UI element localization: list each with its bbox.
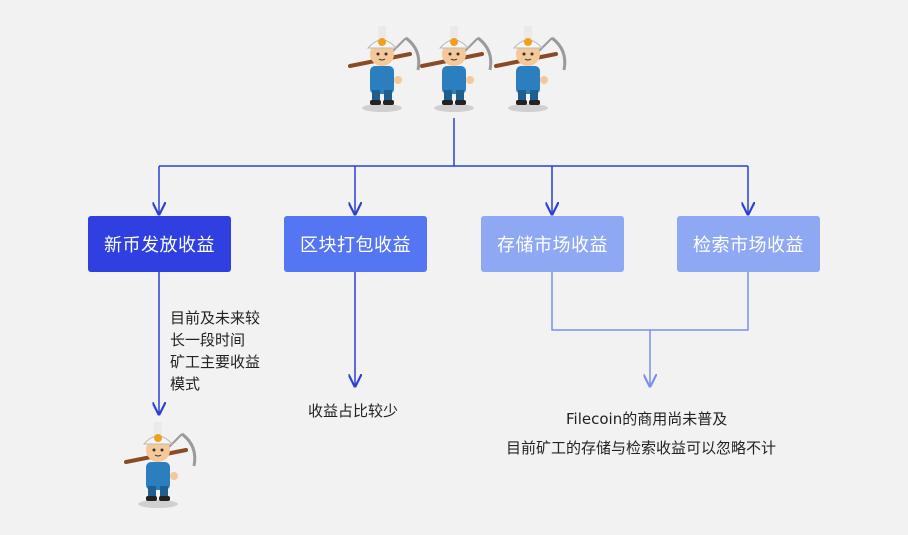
block-reward-note: 收益占比较少 (308, 402, 399, 420)
category-block-packing-reward: 区块打包收益 (284, 216, 427, 272)
new-coin-note: 目前及未来较 长一段时间 矿工主要收益 模式 (170, 307, 260, 395)
miner-icon (420, 26, 493, 112)
market-note-line-2: 目前矿工的存储与检索收益可以忽略不计 (506, 439, 777, 457)
miner-icon (494, 26, 567, 112)
market-merge-line (551, 272, 749, 331)
new-coin-note-line: 矿工主要收益 (170, 353, 261, 371)
new-coin-note-line: 目前及未来较 (170, 309, 261, 327)
market-note-line-1: Filecoin的商用尚未普及 (566, 410, 728, 428)
miner-icon (124, 422, 197, 508)
new-coin-note-line: 长一段时间 (170, 331, 246, 349)
category-new-coin-reward: 新币发放收益 (88, 216, 231, 272)
new-coin-note-line: 模式 (170, 375, 201, 393)
miner-icon (348, 26, 421, 112)
category-retrieval-market-reward: 检索市场收益 (677, 216, 820, 272)
category-storage-market-reward: 存储市场收益 (481, 216, 624, 272)
